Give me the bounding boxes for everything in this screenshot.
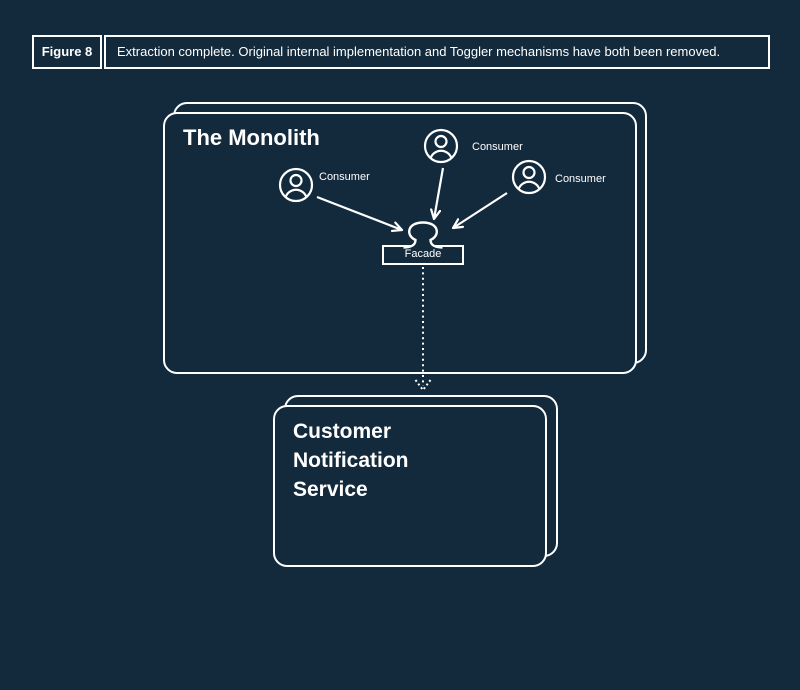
dotted-arrow-down-icon <box>414 379 432 391</box>
monolith-box <box>163 112 637 374</box>
monolith-title: The Monolith <box>183 125 320 150</box>
service-title: Customer Notification Service <box>293 420 409 501</box>
facade-label: Facade <box>404 248 442 260</box>
consumer-label: Consumer <box>555 173 606 185</box>
consumer-label: Consumer <box>319 171 370 183</box>
service-box <box>273 405 547 567</box>
figure-caption: Extraction complete. Original internal i… <box>104 35 770 69</box>
figure-label: Figure 8 <box>32 35 102 69</box>
consumer-label: Consumer <box>472 141 523 153</box>
